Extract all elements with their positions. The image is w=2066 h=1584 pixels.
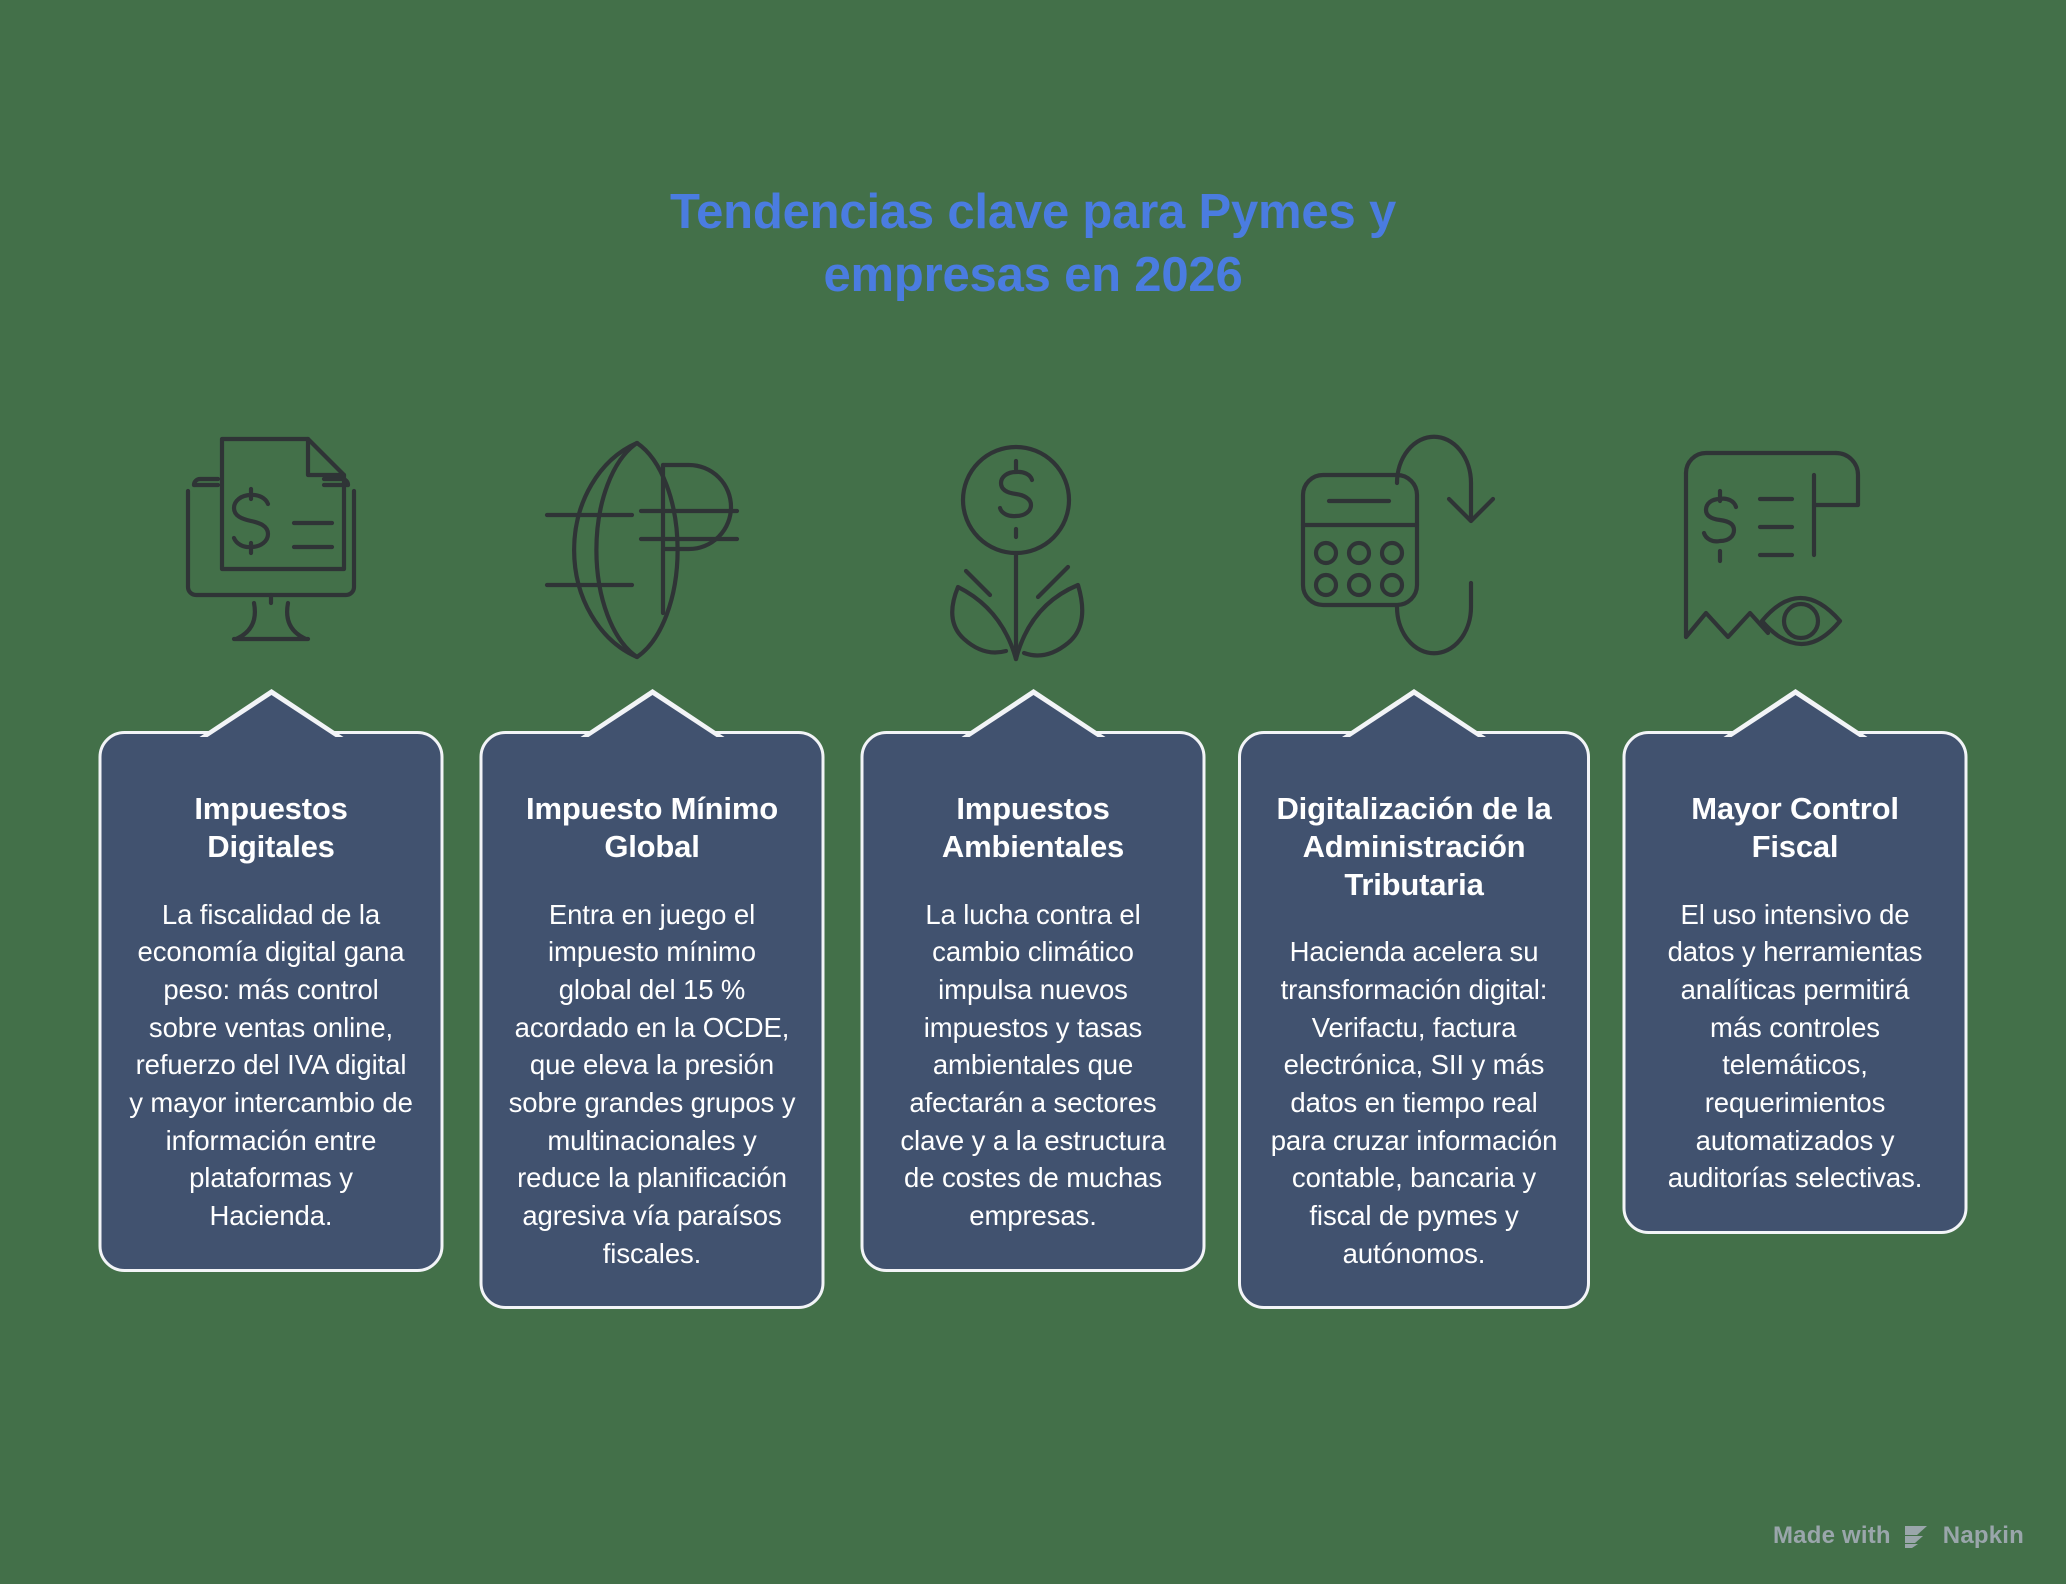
card-title: Impuestos Ambientales [941, 791, 1125, 864]
card-title: Impuestos Digitales [194, 791, 348, 864]
trend-card-2: Impuesto Mínimo Global Entra en juego el… [479, 689, 825, 1310]
calculator-refresh-icon [1289, 425, 1539, 675]
card-body: La fiscalidad de la economía digital gan… [129, 898, 413, 1231]
card-title: Digitalización de la Administración Trib… [1276, 791, 1552, 902]
card-notch-fill [1731, 695, 1859, 737]
money-plant-icon [908, 425, 1158, 675]
card-body: Entra en juego el impuesto mínimo global… [508, 898, 796, 1269]
card-body: Hacienda acelera su transformación digit… [1270, 936, 1558, 1269]
globe-currency-icon [527, 425, 777, 675]
receipt-eye-icon [1670, 425, 1920, 675]
trend-card-4: Digitalización de la Administración Trib… [1238, 689, 1590, 1310]
trend-card-5: Mayor Control Fiscal El uso intensivo de… [1622, 689, 1968, 1234]
napkin-watermark: Made with Napkin [1773, 1522, 2024, 1550]
card-title: Impuesto Mínimo Global [526, 791, 778, 864]
monitor-invoice-icon [146, 425, 396, 675]
napkin-logo-icon [1903, 1523, 1931, 1549]
trend-card-1: Impuestos Digitales La fiscalidad de la … [98, 689, 444, 1272]
watermark-made-with-label: Made with [1772, 1522, 1891, 1549]
card-notch-fill [969, 695, 1097, 737]
card-body: La lucha contra el cambio climático impu… [900, 898, 1166, 1231]
card-notch-fill [1350, 695, 1478, 737]
card-notch-fill [588, 695, 716, 737]
card-notch-fill [207, 695, 335, 737]
card-title: Mayor Control Fiscal [1691, 791, 1899, 864]
card-body: El uso intensivo de datos y herramientas… [1667, 898, 1923, 1194]
watermark-brand-label: Napkin [1942, 1522, 2024, 1549]
trend-card-3: Impuestos Ambientales La lucha contra el… [860, 689, 1206, 1272]
